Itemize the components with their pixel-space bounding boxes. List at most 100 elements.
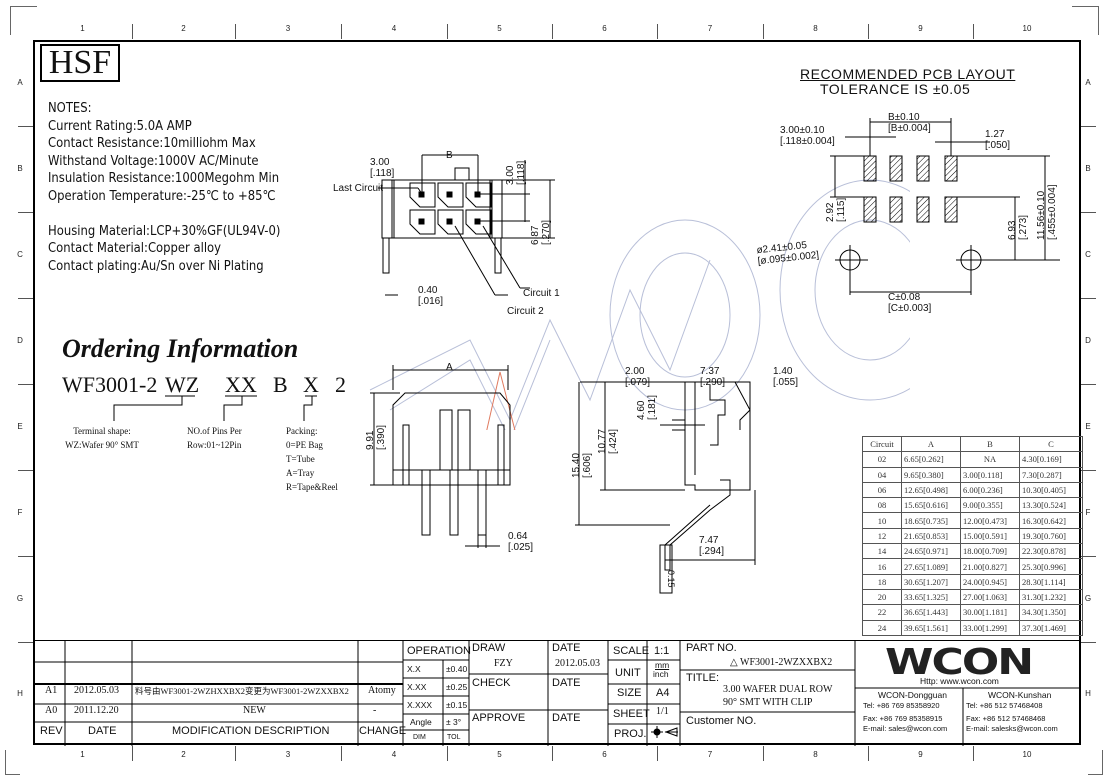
ruler-col-label: 7: [707, 750, 713, 759]
dim-value-inch: [.016]: [418, 296, 444, 307]
ruler-col-label: 1: [80, 750, 85, 759]
dim-value-inch: [.390]: [376, 424, 387, 450]
cell-circuit: 20: [862, 588, 902, 606]
rev-a0-description: NEW: [243, 705, 266, 716]
cell-circuit: 10: [862, 512, 902, 529]
ruler-tick: [18, 470, 33, 471]
top-vert-pitch-dim: 3.00[.118]: [505, 161, 527, 185]
unit-label: UNIT: [615, 667, 641, 679]
pcb-pad-dim: 1.27[.050]: [985, 129, 1010, 151]
header-circuit: Circuit: [862, 435, 902, 453]
dim-value-inch: [.050]: [985, 140, 1011, 151]
ruler-col-label: 4: [391, 24, 397, 33]
note-line: Contact plating:Au/Sn over Ni Plating: [48, 257, 264, 274]
check-date-label: DATE: [552, 677, 581, 689]
dim-value: 0.40: [418, 285, 438, 296]
ruler-row-label: B: [17, 164, 23, 173]
ruler-col-label: 5: [497, 750, 502, 759]
corner-mark-br: [1088, 750, 1103, 775]
revision-triangle-icon: △: [730, 657, 738, 668]
cell-circuit: 02: [862, 451, 902, 468]
check-label: CHECK: [472, 677, 511, 689]
cell-c: 13.30[0.524]: [1019, 497, 1083, 514]
dim-value: 2.00: [625, 366, 645, 377]
part-no-label: PART NO.: [686, 642, 737, 654]
cell-b: 30.00[1.181]: [960, 604, 1020, 621]
dongguan-tel: Tel: +86 769 85358920: [863, 701, 940, 710]
scale-value: 1:1: [654, 645, 670, 657]
sheet-value: 1/1: [656, 706, 669, 717]
rev-a1-change: Atomy: [368, 685, 396, 696]
tol-xx-label: X.X: [407, 664, 421, 674]
part-no-value: △ WF3001-2WZXXBX2: [730, 657, 832, 668]
ruler-row-label: D: [17, 336, 23, 345]
tol-xx-value: ±0.40: [446, 664, 468, 674]
cell-circuit: 04: [862, 466, 902, 483]
tol-xxx-value: ±0.25: [446, 682, 468, 692]
top-height-dim: 6.87[.270]: [530, 220, 552, 245]
rev-a1-description: 料号由WF3001-2WZHXXBX2变更为WF3001-2WZXXBX2: [135, 686, 349, 696]
top-view-drawing: [378, 154, 555, 296]
ruler-tick: [973, 746, 974, 761]
dim-value: 7.47: [699, 535, 719, 546]
tol-xxx-label: X.XX: [407, 682, 427, 692]
cell-b: 9.00[0.355]: [960, 497, 1020, 514]
cell-b: 15.00[0.591]: [960, 527, 1020, 545]
ruler-col-label: 9: [918, 750, 923, 759]
ruler-col-label: 9: [918, 24, 923, 33]
ruler-tick: [973, 24, 974, 39]
ruler-row-label: B: [1085, 164, 1091, 173]
cell-a: 36.65[1.443]: [901, 604, 961, 621]
ruler-tick: [1081, 212, 1096, 213]
size-value: A4: [656, 687, 670, 699]
hsf-logo-box: HSF: [40, 44, 120, 82]
dim-value: 7.37: [700, 366, 720, 377]
cell-a: 12.65[0.498]: [901, 481, 961, 499]
dim-value: 3.00: [370, 157, 390, 168]
pcb-layout-title: RECOMMENDED PCB LAYOUT: [800, 66, 1016, 82]
ordering-code-base: WF3001-2: [62, 372, 158, 397]
dim-value: 15.40: [571, 452, 582, 478]
top-tail-dim: 0.40[.016]: [418, 285, 443, 307]
rev-a1-rev: A1: [45, 685, 58, 696]
cell-a: 21.65[0.853]: [901, 527, 961, 545]
ruler-row-label: H: [17, 688, 23, 698]
ruler-col-label: 4: [391, 750, 397, 759]
kunshan-fax: Fax: +86 512 57468468: [966, 714, 1046, 723]
ruler-col-label: 7: [707, 24, 713, 33]
dim-value: 1.27: [985, 129, 1005, 140]
ruler-tick: [447, 746, 448, 761]
dim-value-inch: [.290]: [700, 377, 726, 388]
ruler-row-label: G: [1084, 594, 1092, 603]
ruler-tick: [132, 746, 133, 761]
ruler-tick: [868, 746, 869, 761]
ruler-row-label: F: [1085, 508, 1091, 517]
pcb-693-dim: 6.93[.273]: [1007, 215, 1029, 240]
ordering-code-b: B: [273, 372, 288, 397]
cell-circuit: 06: [862, 481, 902, 499]
pcb-tolerance: TOLERANCE IS ±0.05: [820, 81, 971, 97]
pins-label: NO.of Pins Per Row:01~12Pin: [187, 424, 242, 452]
tol-footer-dim: DIM: [413, 734, 426, 741]
side-140-dim: 1.40[.055]: [773, 366, 798, 388]
side-747-dim: 7.47[.294]: [699, 535, 724, 557]
ruler-row-label: C: [17, 250, 23, 259]
ruler-tick: [18, 298, 33, 299]
packing-label-line: T=Tube: [286, 454, 315, 464]
side-1077-dim: 10.77[.424]: [597, 429, 619, 454]
rev-header-rev: REV: [40, 725, 63, 737]
dim-value-inch: [.424]: [608, 428, 619, 454]
front-pin-dim: 0.64[.025]: [508, 531, 533, 553]
ruler-row-label: D: [1085, 336, 1091, 345]
terminal-shape-label: Terminal shape: WZ:Wafer 90° SMT: [52, 424, 152, 452]
cell-a: 33.65[1.325]: [901, 588, 961, 606]
packing-label-line: R=Tape&Reel: [286, 482, 338, 492]
title-line-1: 3.00 WAFER DUAL ROW: [723, 684, 833, 695]
scale-label: SCALE: [613, 645, 650, 657]
ordering-title: Ordering Information: [62, 334, 299, 363]
side-view-drawing: [575, 381, 756, 594]
ruler-tick: [552, 24, 553, 39]
